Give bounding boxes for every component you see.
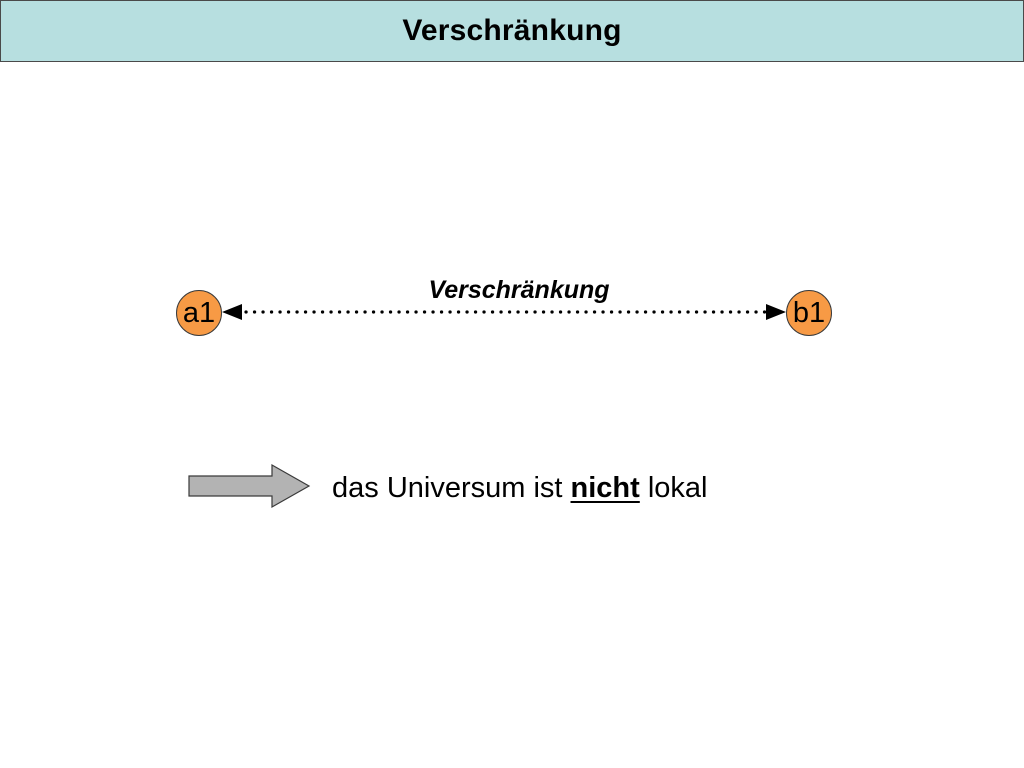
conclusion-suffix: lokal [639,472,708,504]
conclusion-prefix: das Universum ist [332,472,571,504]
arrowhead-left-icon [222,304,242,320]
arrowhead-right-icon [766,304,786,320]
block-arrow-right-icon [188,463,311,509]
title-bar: Verschränkung [0,0,1024,62]
link-label: Verschränkung [428,276,610,304]
conclusion-text: das Universum ist nicht lokal [332,472,708,505]
node-a1: a1 [176,290,222,336]
slide-title: Verschränkung [402,14,622,47]
node-b1: b1 [786,290,832,336]
conclusion-emphasis: nicht [570,472,640,504]
